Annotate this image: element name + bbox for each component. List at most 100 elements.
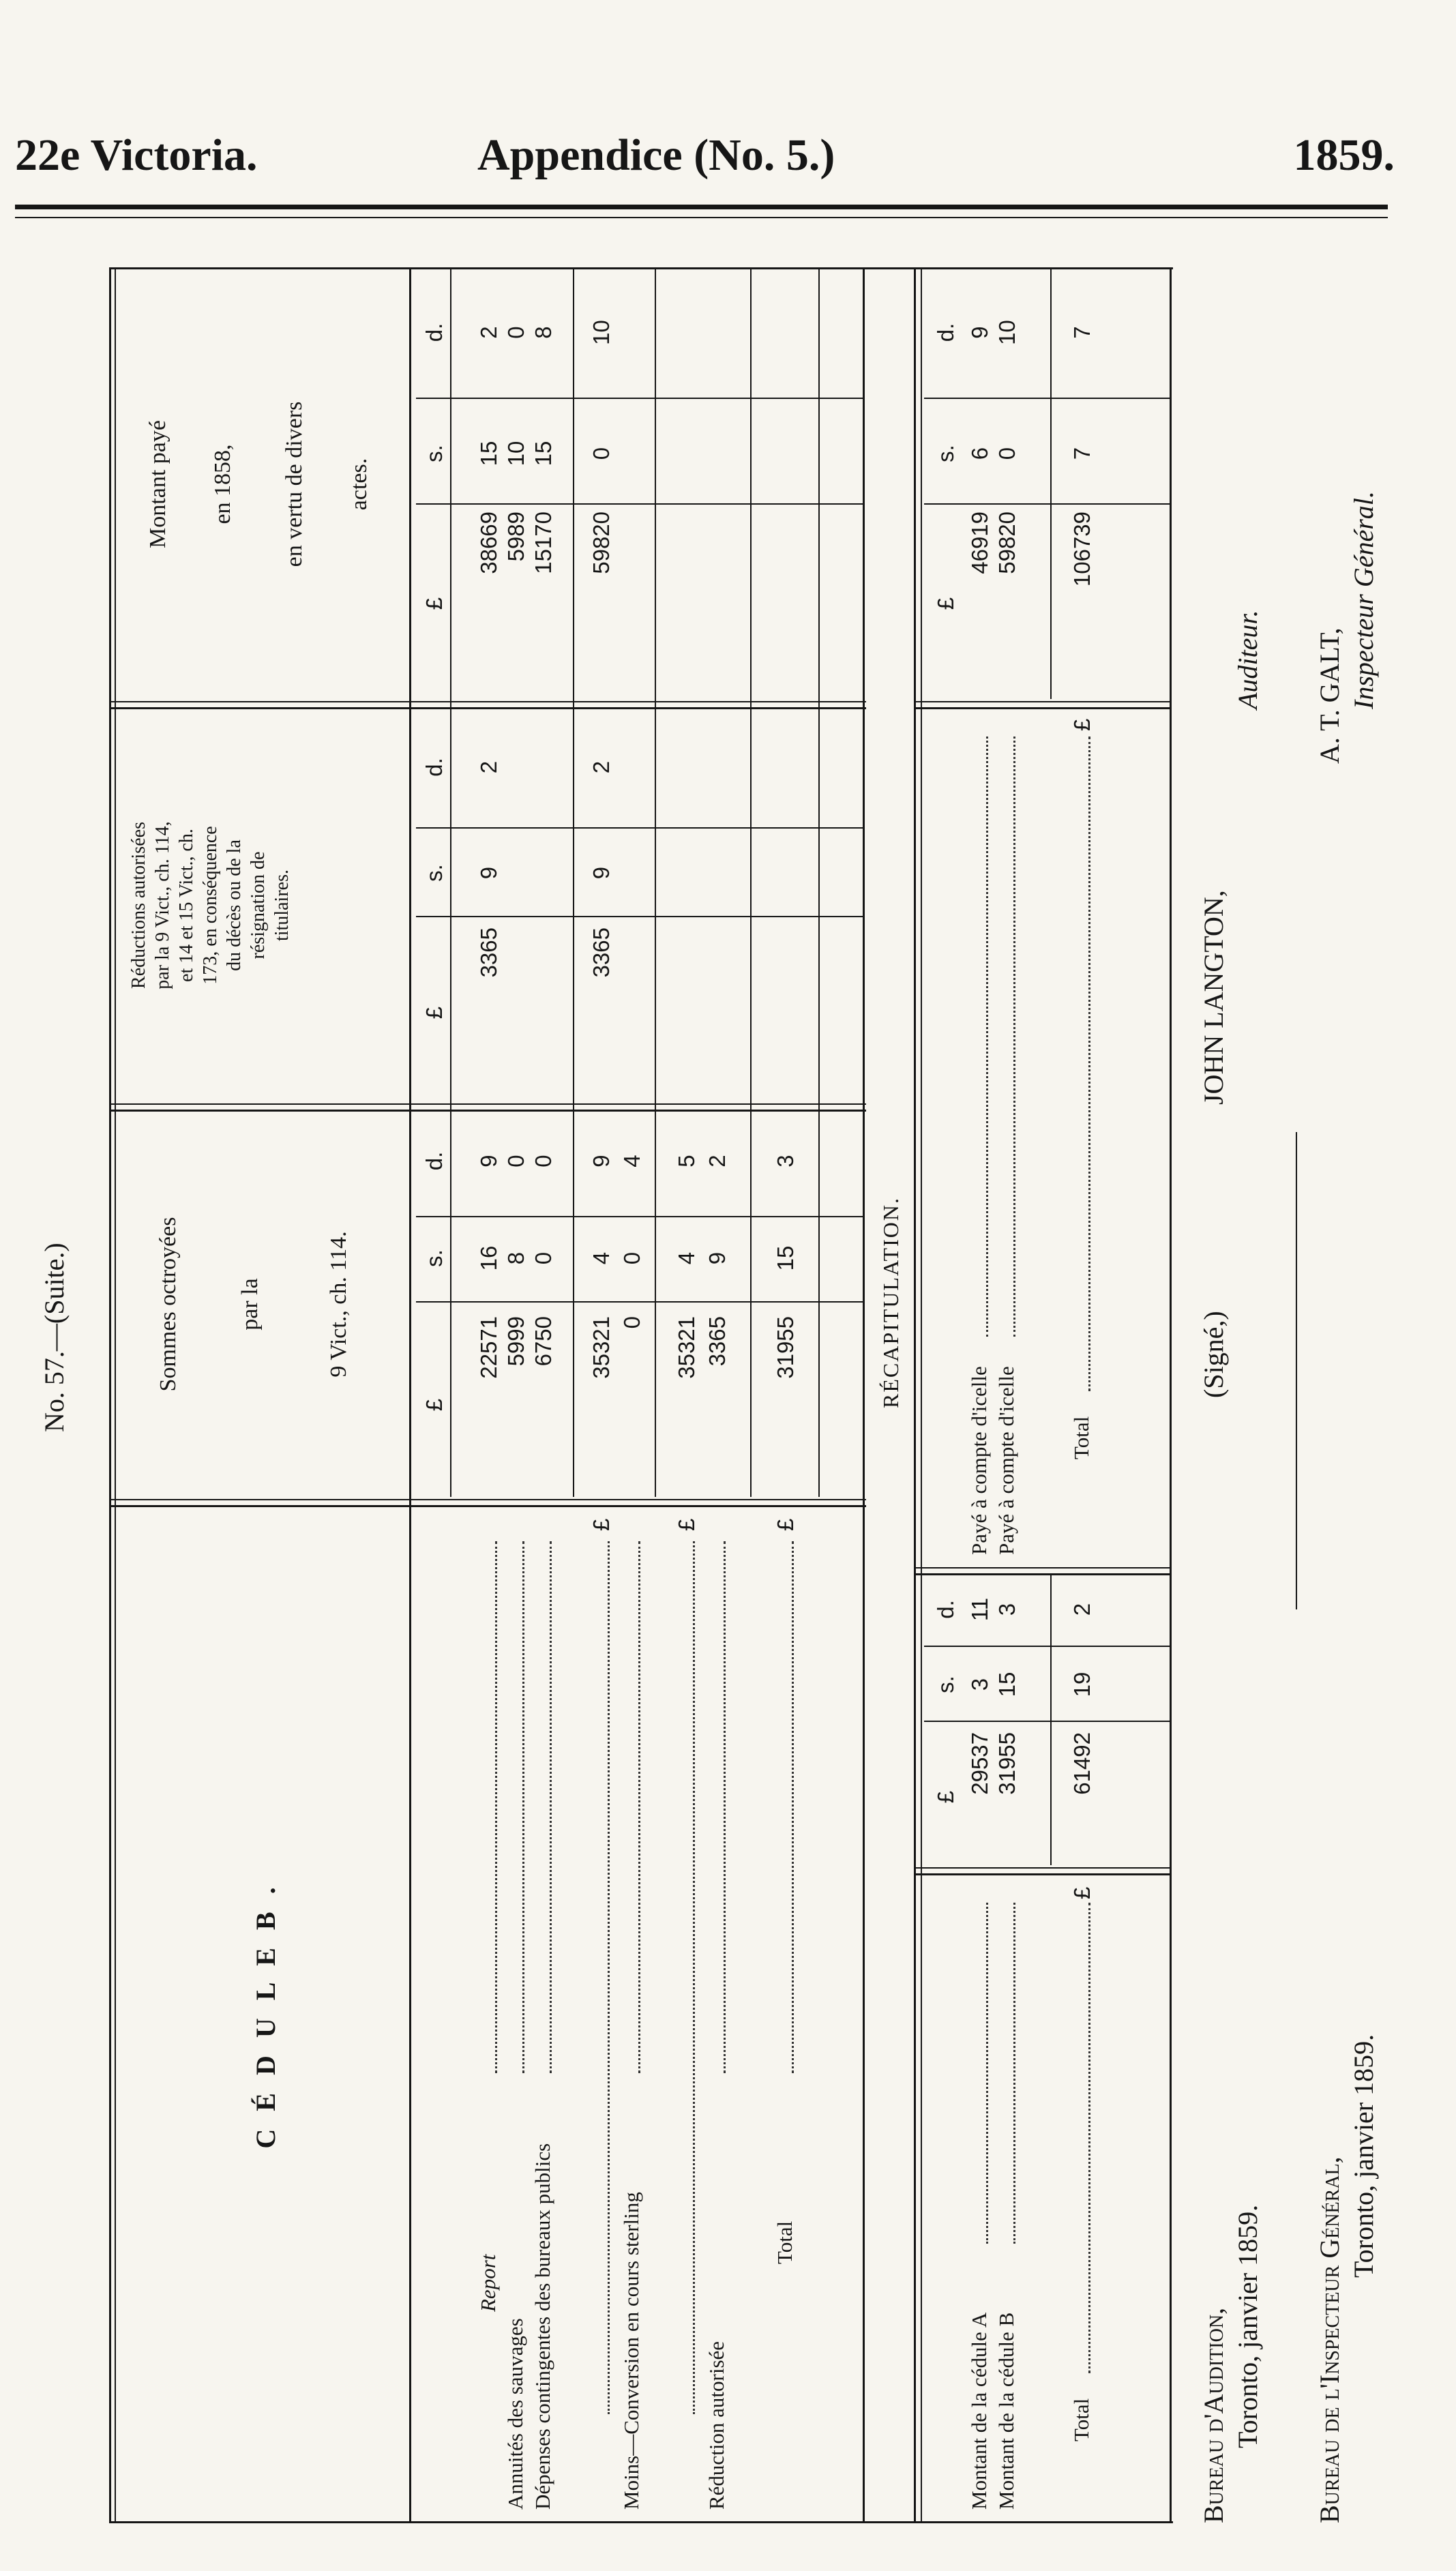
reductions-head-4: 173, en conséquence <box>200 826 221 985</box>
leader-dots <box>724 1541 726 2073</box>
sommes-pence: 0 <box>503 1155 529 1168</box>
reductions-head-5: du décès ou de la <box>224 839 245 971</box>
header-right: 1859. <box>1293 130 1395 180</box>
recap-left-pounds: 31955 <box>994 1732 1020 1795</box>
sommes-pence: 4 <box>619 1155 644 1168</box>
recap-right-pounds: 59820 <box>994 511 1020 574</box>
recap-top <box>914 267 916 2523</box>
sommes-shillings: 4 <box>674 1251 699 1265</box>
reductions-pounds: 3365 <box>476 927 501 978</box>
sommes-pounds: 6750 <box>531 1316 556 1367</box>
sommes-unit-pound: £ <box>421 1398 447 1412</box>
sommes-head-1: Sommes octroyées <box>155 1217 181 1392</box>
recap-unit-pence: d. <box>933 1600 958 1619</box>
sommes-pence: 2 <box>704 1155 730 1168</box>
recap-left-label: Montant de la cédule A <box>967 2312 991 2510</box>
reductions-head-7: titulaires. <box>271 870 293 941</box>
recap-col-div-m <box>914 1573 1170 1575</box>
montant-pence: 0 <box>503 326 529 339</box>
page-header: 22e Victoria. Appendice (No. 5.) 1859. <box>0 130 1456 191</box>
total-mark: £ <box>773 1518 798 1531</box>
recap-left-shillings: 3 <box>967 1678 992 1691</box>
recap-sep <box>924 398 1170 399</box>
leader-dots <box>986 1903 988 2244</box>
row-label: Total <box>773 2220 797 2264</box>
col-div-2b <box>109 1103 866 1105</box>
montant-shillings: 15 <box>476 441 501 466</box>
leader-dots <box>1013 737 1015 1337</box>
unit-rule <box>450 269 451 1497</box>
montant-head-3: en vertu de divers <box>282 401 307 567</box>
leader-dots <box>495 1541 497 2073</box>
table-bottom <box>863 267 865 2523</box>
sum-rule-3 <box>818 269 820 1497</box>
recap-right-pence: 7 <box>1069 326 1095 339</box>
reductions-pence: 2 <box>589 760 614 774</box>
signatory-2: A. T. GALT, <box>1314 627 1345 764</box>
sommes-shillings: 9 <box>704 1251 730 1265</box>
sommes-sep-0 <box>416 1301 863 1303</box>
reductions-head-2: par la 9 Vict., ch. 114, <box>152 821 173 990</box>
sum-rule-0 <box>573 269 574 1497</box>
montant-head-2: en 1858, <box>210 444 235 524</box>
sommes-head-2: par la <box>237 1278 263 1331</box>
reductions-head-1: Réductions autorisées <box>128 822 149 989</box>
montant-sep-0 <box>416 503 863 505</box>
header-center: Appendice (No. 5.) <box>477 130 835 180</box>
row-label: Dépenses contingentes des bureaux public… <box>531 2143 554 2510</box>
col-div-1b <box>109 1499 866 1500</box>
col-div-2 <box>109 1110 866 1112</box>
sommes-pounds: 35321 <box>589 1316 614 1379</box>
sommes-unit-pence: d. <box>421 1151 447 1171</box>
reductions-pence: 2 <box>476 760 501 774</box>
recap-left-shillings: 19 <box>1069 1671 1095 1697</box>
frame-right <box>109 267 1173 269</box>
total-mark: £ <box>674 1518 699 1531</box>
reductions-head-3: et 14 et 15 Vict., ch. <box>176 829 197 982</box>
row-label: Annuités des sauvages <box>503 2318 527 2510</box>
recap-unit-shilling: s. <box>933 445 958 462</box>
montant-shillings: 10 <box>503 441 529 466</box>
montant-pence: 2 <box>476 326 501 339</box>
recap-left-label: Total <box>1069 2398 1093 2441</box>
recap-col-div-rb <box>914 701 1170 702</box>
reductions-shillings: 9 <box>476 866 501 880</box>
recap-right-pounds: 46919 <box>967 511 992 574</box>
leader-dots <box>792 1541 794 2073</box>
col-div-1 <box>109 1505 866 1507</box>
row-label: Report <box>476 2254 500 2312</box>
signe-label: (Signé,) <box>1198 1311 1229 1398</box>
header-bottom <box>409 267 411 2523</box>
recap-right-label: Total <box>1069 1416 1093 1459</box>
leader-dots <box>1088 737 1090 1391</box>
leader-dots <box>1088 1903 1090 2373</box>
header-rule-thin <box>15 217 1388 218</box>
sommes-pounds: 35321 <box>674 1316 699 1379</box>
reductions-sep-0 <box>416 916 863 917</box>
doc-reference: No. 57.—(Suite.) <box>39 1243 70 1432</box>
montant-pence: 10 <box>589 320 614 345</box>
recap-left-pounds: 61492 <box>1069 1732 1095 1795</box>
montant-unit-shilling: s. <box>421 445 447 462</box>
sommes-unit-shilling: s. <box>421 1249 447 1267</box>
frame-top <box>109 267 111 2523</box>
montant-head-1: Montant payé <box>145 420 170 548</box>
recap-sep <box>924 1721 1170 1722</box>
reductions-head-6: résignation de <box>248 851 269 960</box>
recap-right-pounds: 106739 <box>1069 511 1095 587</box>
recap-right-shillings: 0 <box>994 447 1020 460</box>
leader-dots <box>608 1541 610 2414</box>
recap-right-label: Payé à compte d'icelle <box>967 1366 991 1555</box>
montant-pounds: 38669 <box>476 511 501 574</box>
recap-unit-shilling: s. <box>933 1676 958 1693</box>
recap-sep <box>924 503 1170 505</box>
row-label: Réduction autorisée <box>704 2340 728 2510</box>
leader-dots <box>693 1541 695 2414</box>
recap-left-pence: 3 <box>994 1603 1020 1616</box>
office-1-place: Toronto, janvier 1859. <box>1232 2204 1263 2448</box>
signature-divider <box>1296 1132 1297 1609</box>
sommes-shillings: 8 <box>503 1251 529 1265</box>
recap-col-div-lb <box>914 1867 1170 1869</box>
recap-unit-pound: £ <box>933 597 958 610</box>
montant-unit-pound: £ <box>421 597 447 610</box>
